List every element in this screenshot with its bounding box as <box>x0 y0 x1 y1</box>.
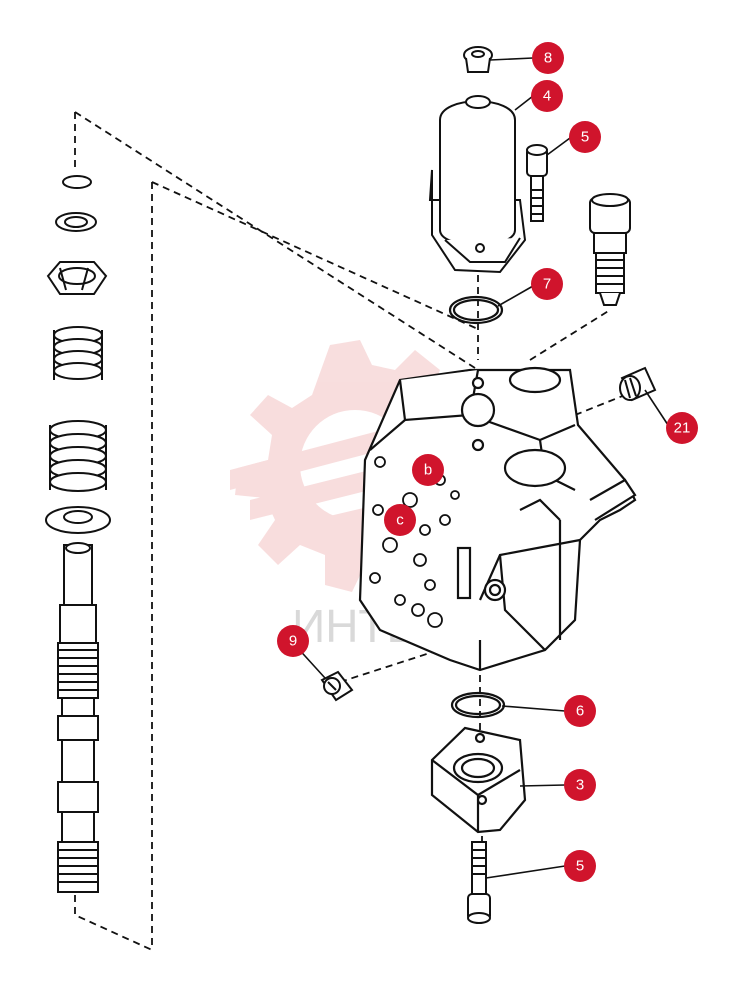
bolt-top <box>526 144 548 222</box>
plug-9 <box>320 670 354 702</box>
relief-valve-cartridge <box>589 193 631 306</box>
callout-8: 8 <box>532 42 564 74</box>
callout-label: b <box>424 462 432 479</box>
callout-label: 5 <box>576 858 584 875</box>
callout-6: 6 <box>564 695 596 727</box>
spring-seat-top <box>46 261 108 295</box>
o-ring-7 <box>448 295 504 325</box>
callout-label: 8 <box>544 50 552 67</box>
spring-seat-bottom <box>45 506 111 534</box>
callout-label: 9 <box>289 633 297 650</box>
valve-body <box>358 366 637 672</box>
callout-label: 5 <box>581 129 589 146</box>
callout-c: c <box>384 504 416 536</box>
spring-small <box>53 326 103 380</box>
callout-label: 3 <box>576 777 584 794</box>
callout-label: 7 <box>543 276 551 293</box>
spool-assembly <box>45 175 111 893</box>
callout-5-bottom: 5 <box>564 850 596 882</box>
plug-8 <box>463 46 493 73</box>
o-ring-6 <box>450 691 506 719</box>
snap-ring <box>62 175 92 189</box>
bolt-bottom <box>467 841 491 924</box>
callout-b: b <box>412 454 444 486</box>
callout-7: 7 <box>531 268 563 300</box>
callout-21: 21 <box>666 412 698 444</box>
plug-21 <box>619 366 657 402</box>
spring-large <box>49 420 107 492</box>
spool <box>57 542 99 893</box>
callout-label: 21 <box>674 420 691 437</box>
flange-3 <box>430 726 527 834</box>
callout-9: 9 <box>277 625 309 657</box>
callout-label: c <box>396 512 404 529</box>
callout-4: 4 <box>531 80 563 112</box>
callout-5-top: 5 <box>569 121 601 153</box>
callout-3: 3 <box>564 769 596 801</box>
solenoid-cap <box>428 95 527 274</box>
callout-label: 6 <box>576 703 584 720</box>
callout-label: 4 <box>543 88 551 105</box>
